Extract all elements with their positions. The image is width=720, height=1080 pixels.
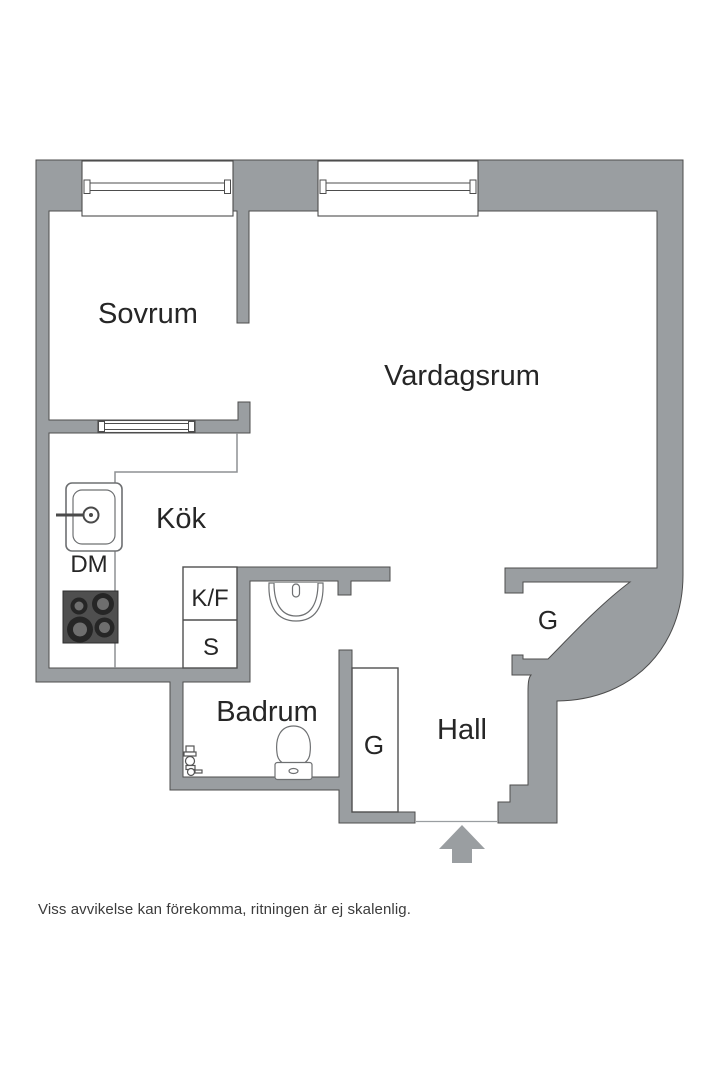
- toilet-icon: [274, 725, 313, 781]
- room-label-sovrum: Sovrum: [98, 298, 198, 330]
- label-pantry: S: [203, 634, 219, 661]
- wardrobe-entry-box: [351, 667, 399, 813]
- walls: [35, 159, 684, 824]
- disclaimer-text: Viss avvikelse kan förekomma, ritningen …: [38, 901, 411, 918]
- label-wardrobe-entry: G: [364, 730, 384, 760]
- label-dishwasher: DM: [70, 551, 107, 578]
- label-fridge-freezer: K/F: [191, 585, 228, 612]
- bathroom-sink-icon: [268, 582, 324, 622]
- window-sovrum: [81, 160, 234, 217]
- room-label-badrum: Badrum: [216, 696, 318, 728]
- label-wardrobe-hall: G: [538, 605, 558, 635]
- window-sovrum-kok-partition: [97, 419, 196, 434]
- entrance-arrow-icon: [439, 825, 485, 863]
- fridge-freezer-pantry-box: [182, 566, 238, 669]
- stove-icon: [62, 590, 119, 644]
- kitchen-sink-icon: [56, 482, 123, 552]
- room-label-vardagsrum: Vardagsrum: [384, 360, 540, 392]
- shower-mixer-icon: [183, 745, 203, 777]
- room-label-kok: Kök: [156, 503, 206, 535]
- window-vardagsrum: [317, 160, 479, 217]
- kitchen-counter: [114, 433, 238, 668]
- room-label-hall: Hall: [437, 714, 487, 746]
